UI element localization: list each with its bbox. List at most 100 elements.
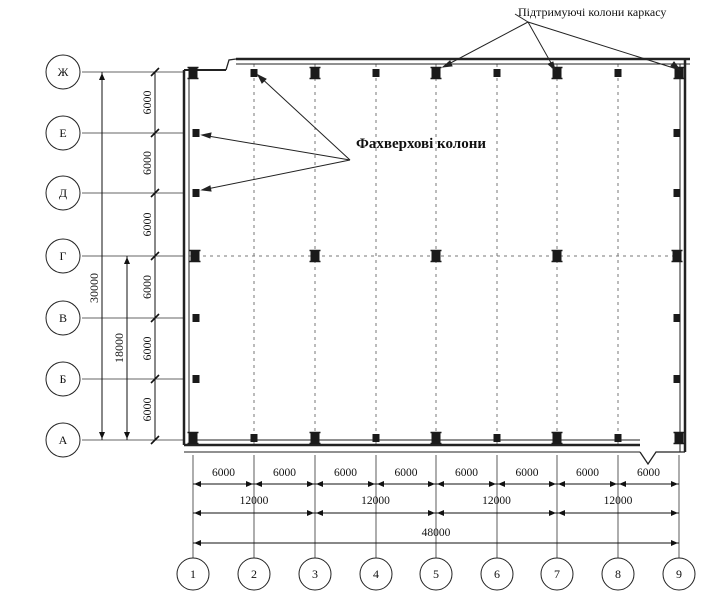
dim-label-6000: 6000 bbox=[334, 467, 357, 479]
column-middle-g-0 bbox=[309, 249, 321, 263]
column-bottom-3 bbox=[309, 431, 321, 445]
dim-arrow bbox=[307, 481, 314, 487]
dim-tick-v-5 bbox=[150, 374, 160, 384]
col-axis-2: 2 bbox=[237, 557, 271, 591]
column-top-1 bbox=[187, 66, 199, 80]
col-axis-4: 4 bbox=[359, 557, 393, 591]
dim-label-v-6000: 6000 bbox=[140, 151, 154, 175]
column-bottom-8 bbox=[614, 434, 622, 442]
col-axis-7: 7 bbox=[540, 557, 574, 591]
column-middle-g-2 bbox=[551, 249, 563, 263]
dim-tick-v-1 bbox=[150, 128, 160, 138]
column-right-3 bbox=[673, 375, 681, 383]
dim-tick-v-6 bbox=[150, 435, 160, 445]
wind-columns-label: Фахверхові колони bbox=[356, 136, 486, 152]
svg-text:4: 4 bbox=[373, 567, 379, 581]
dim-tick-v-4 bbox=[150, 313, 160, 323]
col-axis-6: 6 bbox=[480, 557, 514, 591]
dim-arrow bbox=[671, 510, 678, 516]
svg-text:А: А bbox=[59, 433, 68, 447]
dim-label-6000: 6000 bbox=[516, 467, 539, 479]
dim-arrow bbox=[246, 481, 253, 487]
column-left-1 bbox=[192, 189, 200, 197]
column-left-0 bbox=[192, 129, 200, 137]
dim-label-6000: 6000 bbox=[212, 467, 235, 479]
column-bottom-1 bbox=[187, 431, 199, 445]
dim-arrow bbox=[610, 481, 617, 487]
dim-arrow bbox=[124, 432, 130, 439]
annotation-leaders bbox=[200, 13, 682, 192]
row-axis-b: Б bbox=[45, 361, 81, 397]
column-top-5 bbox=[430, 66, 442, 80]
dim-arrow bbox=[671, 481, 678, 487]
svg-text:Е: Е bbox=[59, 126, 66, 140]
support-columns-label: Підтримуючі колони каркасу bbox=[518, 5, 666, 19]
column-right-g bbox=[671, 249, 683, 263]
column-bottom-9 bbox=[673, 431, 685, 445]
dim-arrow bbox=[368, 481, 375, 487]
row-axis-d: Д bbox=[45, 175, 81, 211]
dim-arrow bbox=[377, 481, 384, 487]
dim-arrow bbox=[194, 481, 201, 487]
dim-arrow bbox=[307, 510, 314, 516]
column-right-2 bbox=[673, 314, 681, 322]
column-bottom-6 bbox=[493, 434, 501, 442]
dim-label-6000: 6000 bbox=[395, 467, 418, 479]
dim-arrow bbox=[194, 510, 201, 516]
dim-label-v-6000: 6000 bbox=[140, 275, 154, 299]
svg-text:9: 9 bbox=[676, 567, 682, 581]
dim-arrow bbox=[549, 481, 556, 487]
dim-label-12000: 12000 bbox=[482, 495, 511, 507]
dim-arrow bbox=[558, 481, 565, 487]
dimension-lines: 6000 6000 6000 6000 6000 6000 6000 6000 12000 120… bbox=[87, 67, 679, 546]
dim-label-6000: 6000 bbox=[637, 467, 660, 479]
dim-arrow bbox=[558, 510, 565, 516]
dim-label-v-6000: 6000 bbox=[140, 337, 154, 361]
column-bottom-4 bbox=[372, 434, 380, 442]
col-axis-5: 5 bbox=[419, 557, 453, 591]
dim-label-v-6000: 6000 bbox=[140, 91, 154, 115]
dim-arrow bbox=[437, 510, 444, 516]
svg-text:8: 8 bbox=[615, 567, 621, 581]
column-left-3 bbox=[192, 375, 200, 383]
svg-text:В: В bbox=[59, 311, 67, 325]
row-axis-a: А bbox=[45, 422, 81, 458]
dim-arrow bbox=[437, 481, 444, 487]
dim-arrow bbox=[316, 510, 323, 516]
col-axis-9: 9 bbox=[662, 557, 696, 591]
dim-arrow bbox=[99, 432, 105, 439]
dim-arrow bbox=[428, 481, 435, 487]
svg-text:1: 1 bbox=[190, 567, 196, 581]
dim-arrow bbox=[428, 510, 435, 516]
dim-arrow bbox=[489, 481, 496, 487]
svg-text:3: 3 bbox=[312, 567, 318, 581]
svg-text:7: 7 bbox=[554, 567, 560, 581]
column-bottom-5 bbox=[430, 431, 442, 445]
row-axis-g: Г bbox=[45, 238, 81, 274]
column-left-g bbox=[189, 249, 201, 263]
column-right-1 bbox=[673, 189, 681, 197]
svg-text:2: 2 bbox=[251, 567, 257, 581]
dim-arrow bbox=[549, 510, 556, 516]
dim-label-12000: 12000 bbox=[240, 495, 269, 507]
dim-arrow bbox=[124, 257, 130, 264]
dim-arrow bbox=[316, 481, 323, 487]
dim-label-6000: 6000 bbox=[576, 467, 599, 479]
dim-label-6000: 6000 bbox=[455, 467, 478, 479]
svg-text:5: 5 bbox=[433, 567, 439, 581]
column-axis-markers: 1 2 3 4 5 6 7 8 9 bbox=[176, 557, 696, 591]
row-axis-ye: Е bbox=[45, 115, 81, 151]
col-axis-1: 1 bbox=[176, 557, 210, 591]
dim-tick-v-3 bbox=[150, 251, 160, 261]
dim-label-v-6000: 6000 bbox=[140, 398, 154, 422]
column-middle-g-1 bbox=[430, 249, 442, 263]
svg-text:Б: Б bbox=[60, 372, 67, 386]
svg-text:Д: Д bbox=[59, 186, 67, 200]
row-axis-v: В bbox=[45, 300, 81, 336]
dim-label-30000: 30000 bbox=[87, 273, 101, 303]
dim-arrow bbox=[194, 540, 201, 546]
dim-arrow bbox=[619, 481, 626, 487]
column-bottom-2 bbox=[250, 434, 258, 442]
